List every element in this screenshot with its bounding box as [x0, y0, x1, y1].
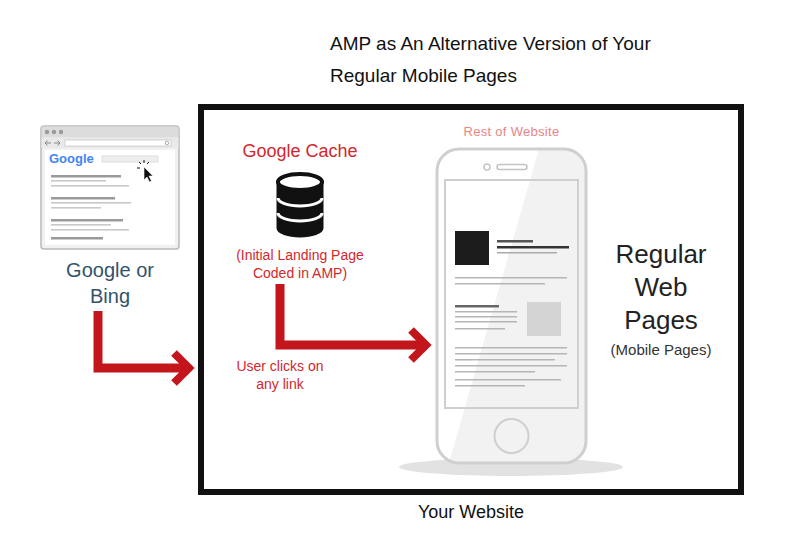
- side-note: (Mobile Pages): [591, 340, 731, 359]
- address-bar: [65, 140, 171, 146]
- browser-illustration: [40, 125, 180, 250]
- content-line: [455, 385, 525, 387]
- result-line: [51, 175, 121, 178]
- content-line: [455, 328, 505, 330]
- phone-illustration: [435, 147, 588, 465]
- content-line: [497, 240, 533, 243]
- node-heading: Rest of Website: [415, 124, 608, 140]
- content-line: [455, 347, 567, 349]
- content-line: [497, 252, 557, 254]
- node-heading: Google Cache: [220, 140, 380, 162]
- content-line: [455, 365, 567, 367]
- flow-arrow: [280, 284, 426, 360]
- frame-caption: Your Website: [204, 501, 738, 523]
- window-dot: [45, 130, 49, 134]
- content-line: [455, 353, 567, 355]
- phone-home-button: [495, 419, 529, 453]
- browser-titlebar: [42, 127, 179, 138]
- result-line: [51, 237, 103, 240]
- mouse-cursor: [144, 167, 153, 182]
- content-line: [455, 311, 517, 313]
- node-heading: Google or Bing: [55, 257, 165, 309]
- content-image: [455, 231, 489, 265]
- phone-outline: [437, 149, 586, 463]
- result-line: [51, 229, 129, 231]
- database-top: [278, 174, 322, 190]
- search-box: [102, 156, 158, 162]
- search-browser: GoogleGoogle or Bing: [40, 125, 180, 309]
- phone-shading: [449, 149, 586, 463]
- click-rays: [137, 160, 149, 168]
- window-dot: [59, 130, 63, 134]
- content-image: [527, 302, 561, 336]
- cache-database: Google Cache (Initial Landing Page Coded …: [220, 140, 380, 282]
- content-line: [455, 305, 499, 308]
- nav-arrows: [45, 141, 60, 146]
- result-line: [51, 207, 101, 209]
- content-line: [455, 379, 561, 381]
- content-line: [497, 246, 569, 249]
- result-line: [51, 202, 131, 204]
- browser-page: [45, 150, 175, 245]
- content-line: [455, 277, 567, 279]
- result-line: [51, 180, 106, 182]
- edge-label: User clicks on any link: [235, 357, 325, 393]
- arrow-shaft: [98, 311, 185, 368]
- result-line: [51, 197, 115, 200]
- phone-body: [437, 149, 586, 463]
- result-line: [51, 224, 111, 226]
- arrow-head: [411, 330, 426, 360]
- phone-camera: [484, 164, 490, 170]
- arrow-head: [174, 353, 189, 383]
- result-line: [51, 185, 129, 187]
- browser-toolbar: [42, 138, 179, 148]
- flow-arrow: [98, 311, 189, 383]
- diagram-title: AMP as An Alternative Version of Your Re…: [330, 28, 660, 92]
- content-line: [455, 321, 517, 323]
- content-line: [455, 371, 535, 373]
- content-line: [455, 283, 545, 285]
- phone-device: Rest of Website: [435, 147, 588, 465]
- content-line: [455, 359, 555, 361]
- phone-screen: [445, 180, 578, 408]
- result-line: [51, 219, 123, 222]
- window-dot: [52, 130, 56, 134]
- browser-logo: Google: [49, 151, 94, 166]
- reload-icon: [165, 141, 169, 145]
- node-note: (Initial Landing Page Coded in AMP): [220, 246, 380, 282]
- database-bands: [278, 198, 322, 221]
- database-icon: [274, 170, 326, 240]
- content-line: [455, 316, 517, 318]
- side-heading: Regular Web Pages: [596, 238, 726, 337]
- arrow-shaft: [280, 284, 422, 345]
- phone-speaker: [497, 165, 527, 170]
- browser-frame: [41, 126, 179, 249]
